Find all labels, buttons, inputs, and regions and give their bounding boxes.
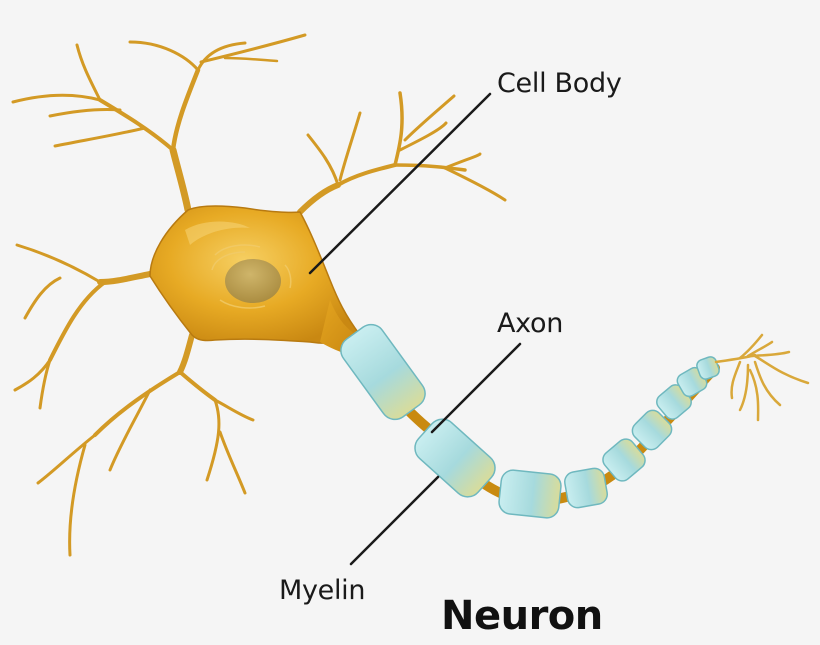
myelin-segment: [696, 356, 720, 380]
myelin-sheath: [340, 323, 720, 519]
soma: [149, 205, 362, 356]
myelin-segment: [340, 323, 426, 421]
myelin-segment: [602, 438, 646, 482]
nucleus: [225, 259, 281, 303]
organelles: [211, 244, 292, 309]
leader-lines: [308, 92, 522, 566]
myelin-segment: [564, 467, 608, 509]
axon-label: Axon: [497, 308, 564, 339]
axon-leader-line: [430, 342, 522, 434]
dendrites: [11, 33, 507, 557]
axon-terminals: [714, 333, 810, 422]
myelin-segment: [414, 418, 496, 498]
myelin-leader-line: [349, 475, 440, 566]
diagram-title: Neuron: [441, 593, 603, 639]
myelin-label: Myelin: [279, 575, 366, 606]
cell-body-label: Cell Body: [497, 68, 622, 99]
myelin-segment: [498, 469, 562, 519]
myelin-segment: [631, 409, 673, 451]
cell-body-leader-line: [308, 92, 492, 275]
